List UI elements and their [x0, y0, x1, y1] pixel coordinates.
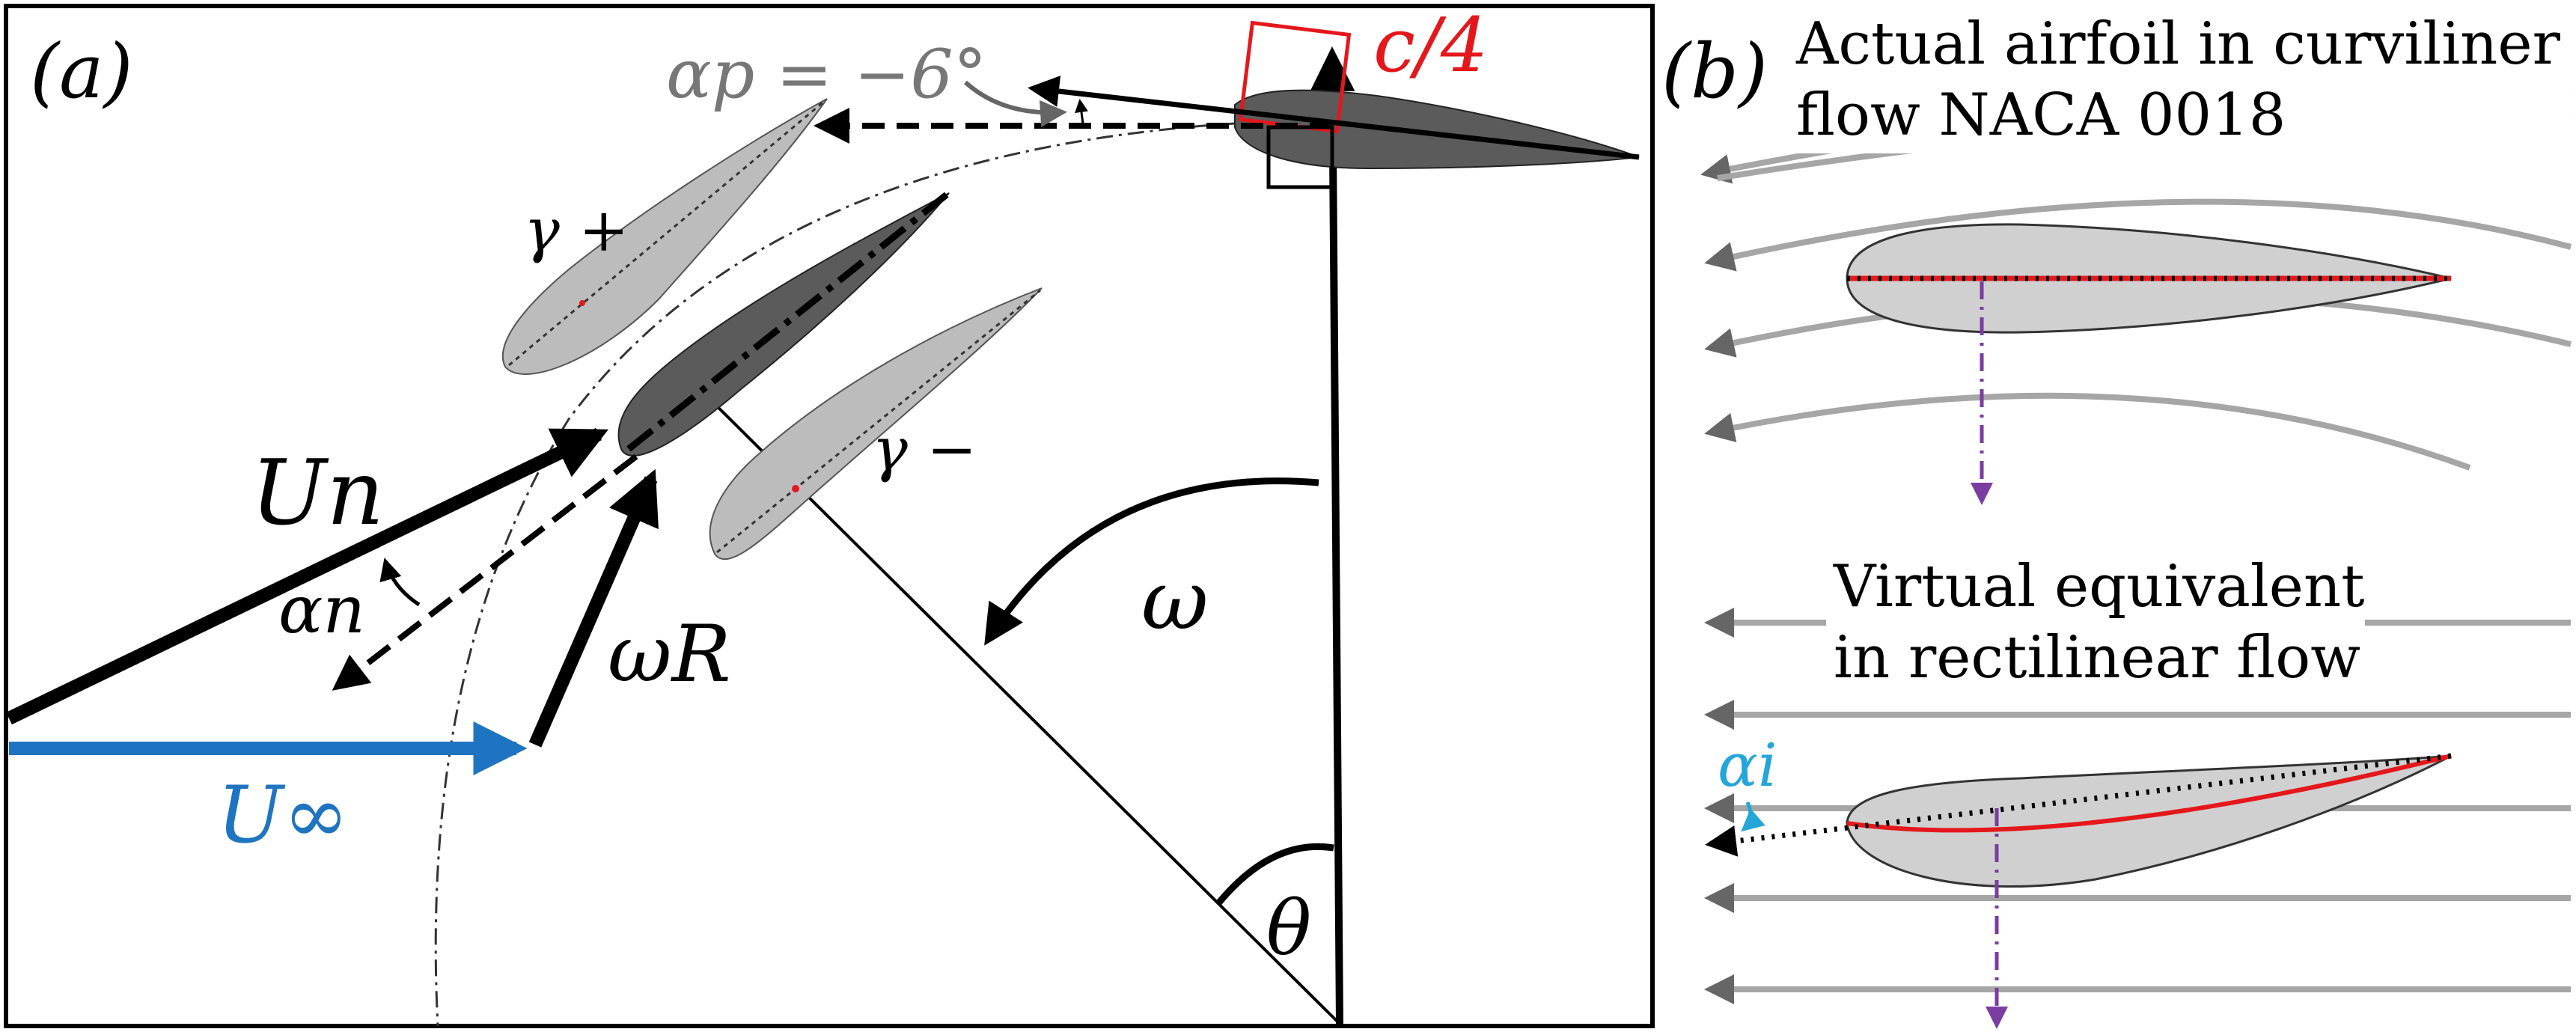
theta-angle-arc [1215, 843, 1334, 906]
bottom-title-line1: Virtual equivalent [1833, 553, 2365, 620]
panel-b: (b) Actual airfoil in curviliner flow NA… [1661, 7, 2572, 1029]
panel-a-frame [4, 4, 1655, 1028]
u-inf-label: U∞ [217, 769, 349, 861]
u-n-label: Un [251, 442, 384, 546]
alpha-p-tick [1075, 99, 1088, 124]
gamma-minus-quarter-chord-dot [792, 485, 799, 492]
omega-r-label: ωR [608, 608, 731, 700]
gamma-minus-chord [716, 289, 1041, 554]
bottom-title-backdrop [1826, 550, 2365, 696]
virtual-airfoil-camber-red [1846, 754, 2452, 833]
u-n-vector [6, 427, 608, 725]
gamma-plus-label: γ + [524, 195, 629, 265]
omega-rotation-arrow [984, 477, 1319, 646]
panel-b-label: (b) [1661, 28, 1768, 115]
alpha-i-arrow [1741, 802, 1765, 832]
gamma-minus-label: γ − [872, 415, 977, 484]
top-title-line2: flow NACA 0018 [1796, 82, 2286, 149]
center-airfoil-chord [626, 192, 949, 452]
top-title-line1: Actual airfoil in curviliner [1795, 10, 2561, 78]
bottom-title-line2: in rectilinear flow [1834, 624, 2360, 691]
alpha-n-label: αn [278, 571, 365, 648]
top-airfoil [1234, 89, 1640, 170]
vertical-radius-arrow [1310, 46, 1355, 1025]
omega-r-vector [528, 468, 659, 748]
gamma-plus-chord [508, 99, 826, 367]
theta-label: θ [1266, 885, 1311, 972]
rotor-path-arc [434, 118, 1333, 1027]
chord-line-arrow [1028, 76, 1640, 160]
alpha-i-label: αi [1718, 730, 1777, 800]
panel-a: (a) αp = −6° c/4 γ + γ − Un αn ωR U∞ ω θ [4, 1, 1655, 1028]
right-angle-marker [1266, 125, 1334, 189]
alpha-n-dashed-arrow [332, 454, 638, 691]
quarter-chord-label: c/4 [1373, 1, 1488, 89]
alpha-p-label: αp = −6° [666, 35, 987, 114]
omega-label: ω [1141, 552, 1209, 648]
gamma-plus-quarter-chord-dot [579, 300, 585, 306]
alpha-n-angle-arc [379, 558, 421, 607]
panel-a-label: (a) [30, 28, 133, 115]
top-title-backdrop [1792, 7, 2571, 153]
alpha-p-arrow [963, 80, 1067, 127]
